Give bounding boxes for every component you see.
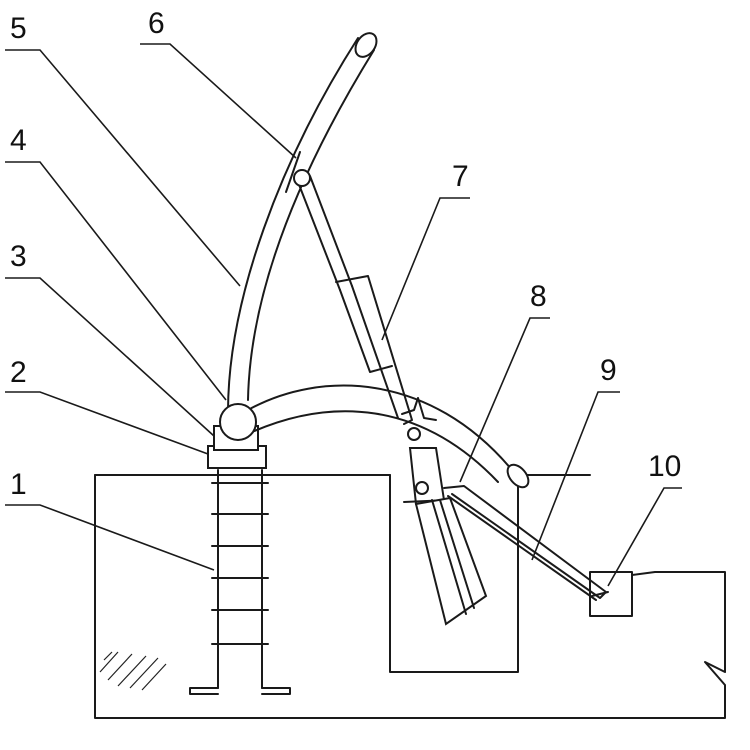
- label-9: 9: [600, 354, 617, 387]
- hydraulic-cylinder-body: [335, 275, 413, 425]
- boom-arm-tip: [354, 32, 378, 58]
- hydraulic-cylinder-outline: [351, 285, 399, 419]
- pit: [389, 474, 519, 673]
- soil-hatch: [99, 651, 167, 691]
- receiving-box: [589, 571, 633, 617]
- label-4: 4: [10, 124, 27, 157]
- boom-upper-arm-inner: [247, 49, 375, 401]
- pile: [189, 469, 291, 695]
- label-1: 1: [10, 468, 27, 501]
- foundation-outline: [94, 474, 726, 719]
- cylinder-upper-bracket: [285, 151, 301, 193]
- boom-lower-tip: [506, 463, 530, 489]
- label-2: 2: [10, 356, 27, 389]
- label-5: 5: [10, 12, 27, 45]
- label-8: 8: [530, 280, 547, 313]
- boom-lower-arm-inner: [251, 410, 499, 483]
- bucket-assembly: [401, 397, 488, 626]
- hydraulic-cylinder-rod: [297, 175, 353, 291]
- pivot-joint: [219, 403, 257, 441]
- leader-lines: [5, 43, 682, 587]
- label-10: 10: [648, 450, 681, 483]
- chute-end: [591, 591, 609, 597]
- boom-upper-arm: [227, 37, 359, 413]
- label-6: 6: [148, 7, 165, 40]
- label-7: 7: [452, 160, 469, 193]
- label-3: 3: [10, 240, 27, 273]
- cylinder-upper-pin: [293, 169, 311, 187]
